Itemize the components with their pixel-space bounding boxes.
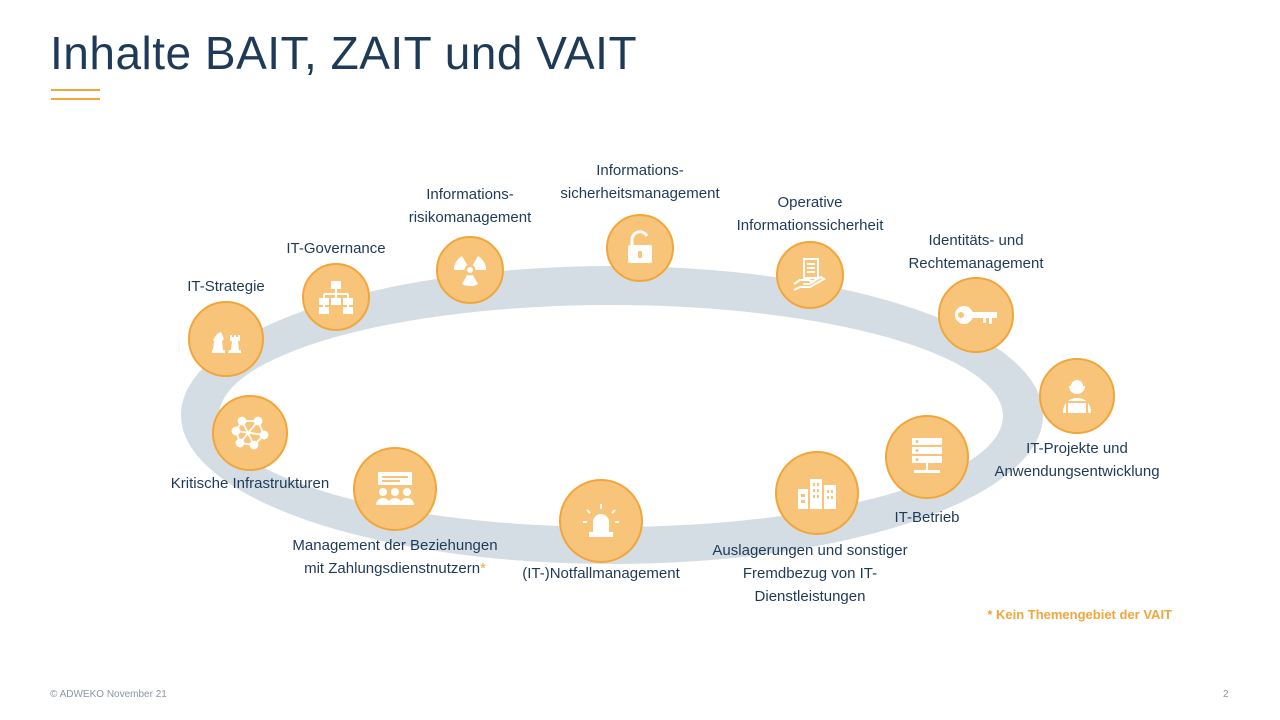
topic-node-operative-informationssicherheit[interactable] xyxy=(776,241,844,309)
topic-label-operative-informationssicherheit: Operative Informationssicherheit xyxy=(736,194,884,234)
key-icon xyxy=(955,306,997,324)
topic-label-identitaets-und-rechtemanagement: Identitäts- und Rechtemanagement xyxy=(908,232,1044,272)
alarm-light-icon xyxy=(583,504,619,537)
topic-label-notfallmanagement: (IT-)Notfallmanagement xyxy=(522,565,680,582)
topic-node-zahlungsdienstnutzer[interactable] xyxy=(353,447,437,531)
developer-icon xyxy=(1063,378,1091,415)
page-number: 2 xyxy=(1223,689,1229,700)
topic-label-informationsrisikomanagement: Informations- risikomanagement xyxy=(408,186,532,226)
topic-label-it-projekte: IT-Projekte und Anwendungsentwicklung xyxy=(994,440,1160,480)
footnote-vait: * Kein Themengebiet der VAIT xyxy=(987,607,1172,622)
topic-label-kritische-infrastrukturen: Kritische Infrastrukturen xyxy=(170,475,330,492)
topic-node-kritische-infrastrukturen[interactable] xyxy=(212,395,288,471)
topic-node-auslagerungen[interactable] xyxy=(775,451,859,535)
topic-node-it-projekte[interactable] xyxy=(1039,358,1115,434)
radiation-icon xyxy=(453,256,487,287)
topic-label-it-betrieb: IT-Betrieb xyxy=(894,509,960,526)
network-icon xyxy=(231,416,269,450)
title-underline-top xyxy=(51,89,100,91)
topic-node-it-governance[interactable] xyxy=(302,263,370,331)
chess-icon xyxy=(212,332,241,353)
topic-node-informationsrisikomanagement[interactable] xyxy=(436,236,504,304)
title-underline-bottom xyxy=(51,98,100,100)
unlocked-padlock-icon xyxy=(628,230,652,263)
topic-node-informationssicherheitsmanagement[interactable] xyxy=(606,214,674,282)
topic-node-notfallmanagement[interactable] xyxy=(559,479,643,563)
topic-label-auslagerungen: Auslagerungen und sonstiger Fremdbezug v… xyxy=(712,542,908,605)
topic-node-it-strategie[interactable] xyxy=(188,301,264,377)
footer-copyright: © ADWEKO November 21 xyxy=(50,689,167,700)
hand-document-icon xyxy=(793,258,826,291)
audience-icon xyxy=(376,472,414,505)
org-chart-icon xyxy=(319,281,353,314)
topic-label-zahlungsdienstnutzer: Management der Beziehungen mit Zahlungsd… xyxy=(292,537,498,577)
buildings-icon xyxy=(798,479,836,509)
topic-label-it-strategie: IT-Strategie xyxy=(187,278,265,295)
topic-label-it-governance: IT-Governance xyxy=(286,240,386,257)
slide-title: Inhalte BAIT, ZAIT und VAIT xyxy=(50,27,638,79)
vait-exclusion-star: * xyxy=(480,560,486,577)
topic-node-it-betrieb[interactable] xyxy=(885,415,969,499)
server-icon xyxy=(912,438,942,473)
topic-node-identitaets-und-rechtemanagement[interactable] xyxy=(938,277,1014,353)
topic-label-informationssicherheitsmanagement: Informations- sicherheitsmanagement xyxy=(560,162,720,202)
